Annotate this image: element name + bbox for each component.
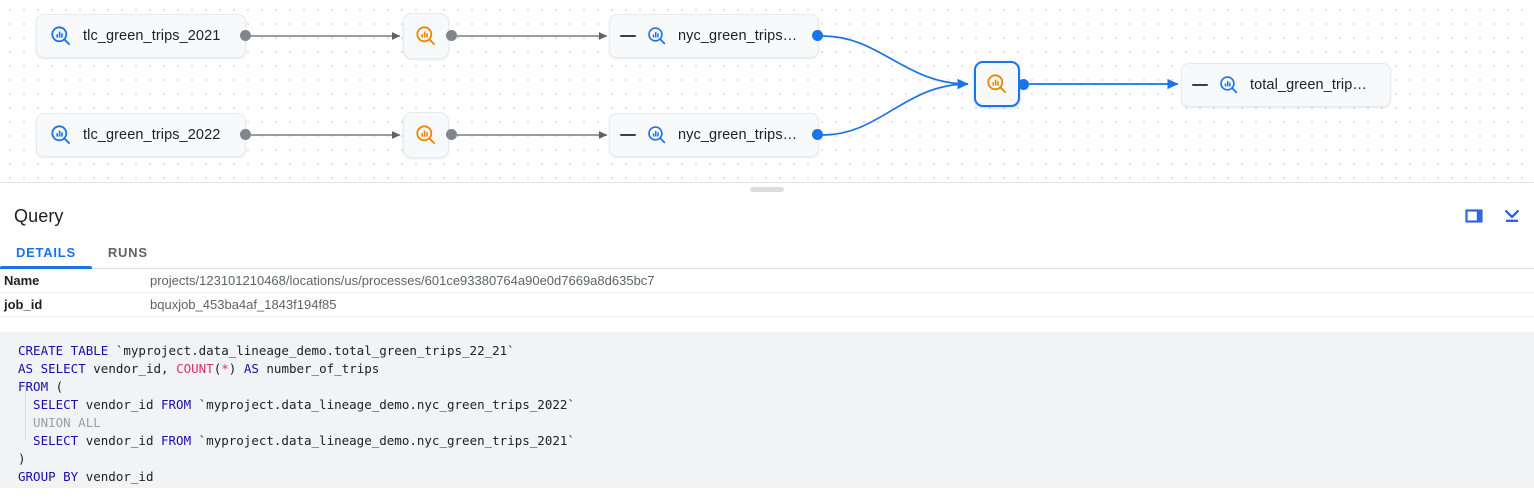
collapse-down-icon[interactable] bbox=[1500, 204, 1524, 228]
collapse-toggle-icon[interactable] bbox=[620, 35, 636, 37]
graph-node-label: nyc_green_trips… bbox=[678, 28, 798, 44]
process-search-icon bbox=[414, 123, 438, 147]
tab-runs[interactable]: RUNS bbox=[92, 236, 164, 268]
query-details-panel: Query DETAILS RUNS bbox=[0, 196, 1534, 503]
graph-node-label: total_green_trip… bbox=[1250, 77, 1367, 93]
graph-node-process-3-selected[interactable] bbox=[974, 61, 1020, 107]
bigquery-table-search-icon bbox=[49, 24, 73, 48]
lineage-edges bbox=[251, 32, 1179, 139]
sql-line-1: CREATE TABLE `myproject.data_lineage_dem… bbox=[18, 343, 515, 358]
detail-value-name: projects/123101210468/locations/us/proce… bbox=[150, 273, 655, 288]
bigquery-table-search-icon bbox=[646, 25, 668, 47]
tab-details[interactable]: DETAILS bbox=[0, 236, 92, 269]
collapse-toggle-icon[interactable] bbox=[1192, 84, 1208, 86]
bigquery-table-search-icon bbox=[646, 124, 668, 146]
sql-line-7: ) bbox=[18, 451, 26, 466]
bigquery-table-search-icon bbox=[1218, 74, 1240, 96]
graph-node-label: nyc_green_trips… bbox=[678, 127, 798, 143]
sql-line-3: FROM ( bbox=[18, 379, 64, 394]
node-output-port[interactable] bbox=[446, 30, 457, 41]
graph-node-process-1[interactable] bbox=[403, 13, 449, 59]
graph-node-total-green-trips[interactable]: total_green_trip… bbox=[1181, 63, 1391, 107]
sql-line-8: GROUP BY vendor_id bbox=[18, 469, 154, 484]
table-row: Name projects/123101210468/locations/us/… bbox=[0, 269, 1534, 293]
sql-query-block[interactable]: CREATE TABLE `myproject.data_lineage_dem… bbox=[0, 332, 1534, 488]
graph-node-tlc-green-trips-2022[interactable]: tlc_green_trips_2022 bbox=[36, 113, 246, 157]
graph-node-tlc-green-trips-2021[interactable]: tlc_green_trips_2021 bbox=[36, 14, 246, 58]
table-row: job_id bquxjob_453ba4af_1843f194f85 bbox=[0, 293, 1534, 317]
indent-guide bbox=[25, 386, 26, 440]
node-output-port[interactable] bbox=[1018, 79, 1029, 90]
sql-line-5: UNION ALL bbox=[18, 415, 101, 430]
node-output-port[interactable] bbox=[240, 129, 251, 140]
process-search-icon bbox=[414, 24, 438, 48]
detail-key-job-id: job_id bbox=[4, 297, 43, 312]
graph-node-nyc-green-trips-2022[interactable]: nyc_green_trips… bbox=[609, 113, 819, 157]
node-output-port[interactable] bbox=[812, 30, 823, 41]
detail-value-job-id: bquxjob_453ba4af_1843f194f85 bbox=[150, 297, 337, 312]
sql-line-6: SELECT vendor_id FROM `myproject.data_li… bbox=[18, 433, 575, 448]
split-panel-icon[interactable] bbox=[1462, 204, 1486, 228]
bigquery-table-search-icon bbox=[49, 123, 73, 147]
graph-node-label: tlc_green_trips_2022 bbox=[83, 127, 221, 143]
sql-code-text: CREATE TABLE `myproject.data_lineage_dem… bbox=[0, 342, 1534, 486]
drag-handle-grip[interactable] bbox=[750, 187, 784, 192]
process-search-icon bbox=[985, 72, 1009, 96]
panel-resize-divider[interactable] bbox=[0, 182, 1534, 196]
graph-node-label: tlc_green_trips_2021 bbox=[83, 28, 221, 44]
node-output-port[interactable] bbox=[812, 129, 823, 140]
query-panel-tabs: DETAILS RUNS bbox=[0, 236, 1534, 269]
graph-node-process-2[interactable] bbox=[403, 112, 449, 158]
collapse-toggle-icon[interactable] bbox=[620, 134, 636, 136]
graph-node-nyc-green-trips-2021[interactable]: nyc_green_trips… bbox=[609, 14, 819, 58]
query-panel-header: Query bbox=[0, 196, 1534, 236]
node-output-port[interactable] bbox=[240, 30, 251, 41]
sql-line-4: SELECT vendor_id FROM `myproject.data_li… bbox=[18, 397, 575, 412]
node-output-port[interactable] bbox=[446, 129, 457, 140]
detail-key-name: Name bbox=[4, 273, 40, 288]
page-title: Query bbox=[14, 205, 64, 226]
query-panel-actions bbox=[1462, 196, 1524, 236]
sql-line-2: AS SELECT vendor_id, COUNT(*) AS number_… bbox=[18, 361, 380, 376]
details-table: Name projects/123101210468/locations/us/… bbox=[0, 269, 1534, 317]
lineage-graph-canvas[interactable]: tlc_green_trips_2021 tlc_green_trips_202… bbox=[0, 0, 1534, 182]
